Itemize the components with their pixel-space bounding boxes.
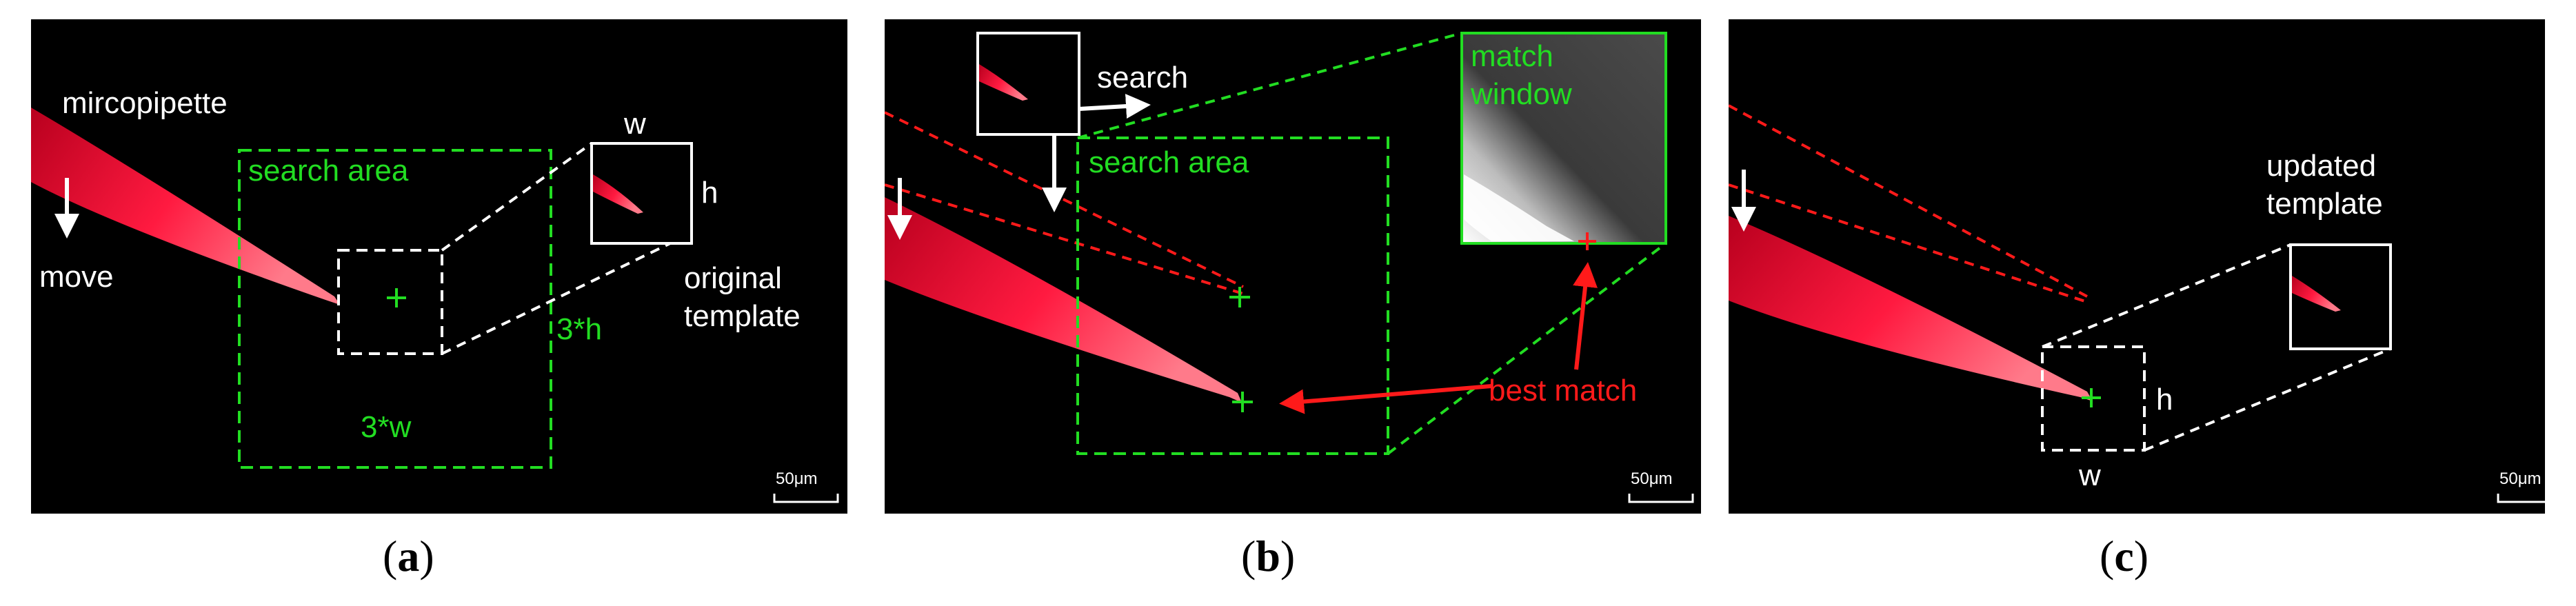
search-area-box (238, 149, 552, 469)
template-box (2041, 345, 2146, 452)
match-window-label: match window (1471, 39, 1572, 111)
zoom-line-bottom (1387, 242, 1667, 455)
best-match-arrow-up (1573, 262, 1598, 370)
three-w-label: 3*w (361, 410, 412, 444)
zoom-line-bottom (2144, 347, 2391, 452)
previous-edge-top (1729, 104, 2088, 298)
best-match-arrow-left (1279, 384, 1492, 414)
zoom-line-bottom (441, 232, 692, 355)
best-match-cross (1232, 392, 1253, 412)
micropipette (885, 197, 1242, 403)
zoom-line-top (441, 142, 593, 252)
search-area-box (1076, 137, 1389, 455)
template-box (337, 249, 443, 355)
caption-c-letter: c (2114, 532, 2134, 580)
updated-template-label: updated template (2266, 149, 2383, 221)
original-template-label: original template (684, 261, 801, 333)
template-pipette-tip (593, 174, 643, 214)
h-label: h (701, 176, 718, 210)
previous-cross (1229, 287, 1250, 307)
template-pipette-tip (2292, 276, 2341, 312)
caption-a-letter: a (397, 532, 420, 580)
caption-a: (a) (383, 532, 434, 580)
search-label: search (1097, 61, 1189, 94)
panel-c: updated template h w 50μm (1729, 19, 2545, 514)
zoom-line-top (2042, 243, 2291, 348)
panel-b-graphics (885, 32, 1694, 503)
previous-edge-bottom (885, 183, 1244, 295)
caption-b: (b) (1241, 532, 1296, 580)
scale-bar (773, 494, 839, 503)
three-h-label: 3*h (556, 312, 603, 346)
h-label: h (2156, 383, 2173, 416)
move-label: move (39, 260, 114, 294)
scale-label: 50μm (1631, 469, 1673, 488)
micropipette (1729, 216, 2093, 401)
w-label: w (624, 107, 646, 141)
previous-edge-bottom (1729, 183, 2088, 303)
target-cross (387, 288, 406, 307)
match-peak-cross (1578, 232, 1596, 250)
best-match-label: best match (1489, 374, 1638, 407)
scale-bar (2497, 494, 2545, 503)
scale-label: 50μm (2499, 469, 2542, 488)
w-label: w (2079, 458, 2101, 492)
search-area-label: search area (1089, 145, 1249, 179)
caption-c: (c) (2100, 532, 2149, 580)
target-cross (2082, 388, 2101, 407)
micropipette (31, 108, 340, 305)
search-area-label: search area (248, 154, 409, 188)
zoom-line-top (1077, 32, 1462, 139)
panel-c-graphics (1729, 104, 2545, 503)
caption-b-letter: b (1256, 532, 1280, 580)
match-window-bright-band (1464, 174, 1574, 241)
panel-b: search search area match window best mat… (885, 19, 1701, 514)
scale-label: 50μm (776, 469, 818, 488)
search-arrow (1078, 94, 1151, 119)
panel-a: mircopipette move search area w h origin… (31, 19, 847, 514)
template-pipette-tip (979, 64, 1028, 101)
pipette-label: mircopipette (62, 86, 228, 120)
scale-bar (1628, 494, 1694, 503)
panel-a-graphics (31, 108, 839, 503)
